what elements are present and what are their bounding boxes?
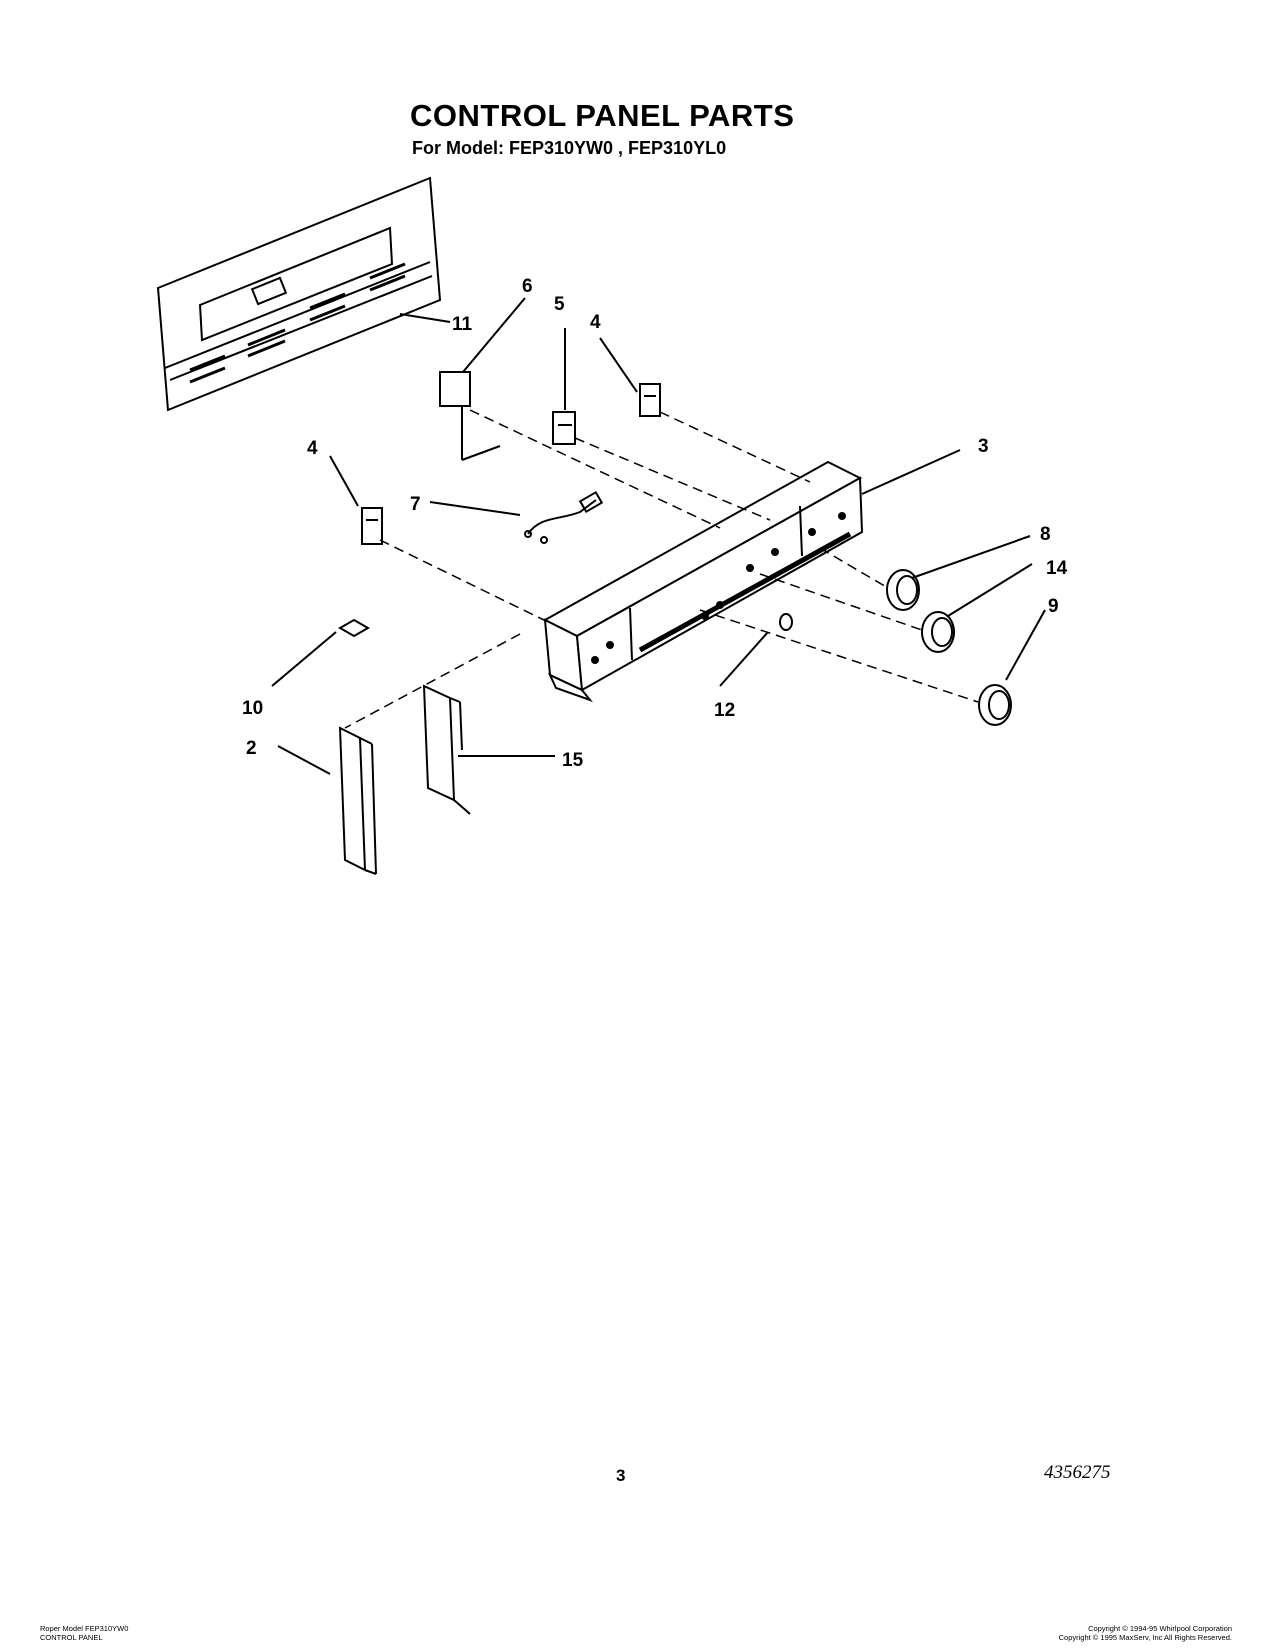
footer-right: Copyright © 1994-95 Whirlpool Corporatio… — [1000, 1624, 1232, 1642]
footer-left: Roper Model FEP310YW0 CONTROL PANEL — [40, 1624, 128, 1642]
callout-10: 10 — [242, 698, 263, 719]
callout-15: 15 — [562, 750, 584, 771]
knob-part-9 — [978, 684, 1012, 726]
document-number: 4356275 — [1044, 1462, 1111, 1483]
leader-arrows — [271, 297, 1046, 775]
switch-part-4-top — [639, 383, 661, 417]
switch-part-5 — [552, 411, 576, 445]
footer-copyright-1: Copyright © 1994-95 Whirlpool Corporatio… — [1088, 1624, 1232, 1633]
callout-12: 12 — [714, 700, 735, 721]
callout-8: 8 — [1040, 524, 1051, 545]
callout-9: 9 — [1048, 596, 1059, 617]
footer-model: Roper Model FEP310YW0 — [40, 1624, 129, 1633]
footer-copyright-2: Copyright © 1995 MaxServ, Inc All Rights… — [1058, 1633, 1232, 1642]
wire-harness-part — [524, 490, 604, 544]
callout-3: 3 — [978, 436, 989, 457]
knob-part-8 — [886, 569, 920, 611]
callout-11: 11 — [452, 314, 473, 335]
callout-labels: 6 5 4 11 3 4 7 8 14 9 10 12 2 15 — [242, 276, 1068, 771]
page-number: 3 — [616, 1466, 626, 1485]
callout-6: 6 — [522, 276, 533, 297]
callout-4-top: 4 — [590, 312, 601, 333]
callout-4-left: 4 — [307, 438, 318, 459]
page-title: CONTROL PANEL PARTS — [410, 98, 795, 133]
infinite-switch-part-6 — [439, 371, 501, 461]
callout-2: 2 — [246, 738, 257, 759]
footer-section: CONTROL PANEL — [40, 1633, 103, 1642]
manifold-bar-part — [542, 460, 864, 703]
callout-14: 14 — [1046, 558, 1068, 579]
clip-part-10 — [337, 618, 371, 638]
back-panel-part — [156, 176, 442, 412]
callout-5: 5 — [554, 294, 565, 315]
knob-part-14 — [921, 611, 955, 653]
switch-part-left — [361, 507, 383, 545]
screw-part-12 — [779, 613, 793, 631]
end-cap-part-2 — [338, 726, 377, 875]
assembly-lines — [344, 409, 979, 729]
model-subtitle: For Model: FEP310YW0 , FEP310YL0 — [412, 138, 727, 158]
callout-7: 7 — [410, 494, 421, 515]
bracket-part-15 — [422, 684, 471, 815]
